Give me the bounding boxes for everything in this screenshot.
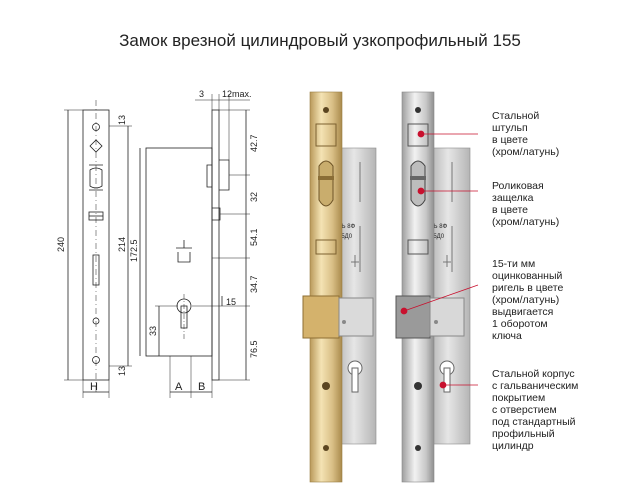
callout-dot-2 — [417, 187, 425, 195]
callout-dot-4 — [439, 381, 447, 389]
dim-3: 3 — [199, 89, 204, 99]
callout-line: (хром/латунь) — [492, 146, 560, 158]
callout-bolt: 15-ти мм оцинкованный ригель в цвете (хр… — [492, 258, 612, 342]
chrome-lock-photo: ТЬ 8Ф 15Д0 — [395, 91, 471, 483]
callout-line: выдвигается — [492, 306, 554, 318]
dim-32: 32 — [249, 192, 259, 202]
callout-line: (хром/латунь) — [492, 216, 560, 228]
label-h: H — [90, 381, 98, 393]
dim-240: 240 — [56, 237, 66, 252]
callout-dot-3 — [400, 307, 408, 315]
callout-line: цилиндр — [492, 440, 534, 452]
page-title: Замок врезной цилиндровый узкопрофильный… — [119, 31, 521, 50]
brass-lock-photo: ТЬ 8Ф 15Д0 — [302, 91, 377, 483]
callout-line: защелка — [492, 192, 534, 204]
callout-line: штульп — [492, 122, 528, 134]
callout-line: под стандартный — [492, 416, 576, 428]
label-a: A — [175, 381, 183, 393]
dim-42-7: 42.7 — [249, 134, 259, 152]
brass-stamp-line2: 15Д0 — [338, 234, 353, 240]
dim-13-top: 13 — [117, 115, 127, 125]
callout-faceplate: Стальной штульп в цвете (хром/латунь) — [492, 110, 612, 158]
callout-line: Стальной — [492, 110, 540, 122]
callout-latch: Роликовая защелка в цвете (хром/латунь) — [492, 180, 612, 228]
callout-dot-1 — [417, 130, 425, 138]
callout-line: 1 оборотом — [492, 318, 548, 330]
chrome-stamp-line1: ТЬ 8Ф — [430, 224, 448, 230]
dim-76-5: 76.5 — [249, 340, 259, 358]
dim-172-5: 172.5 — [129, 239, 139, 262]
callout-line: профильный — [492, 428, 555, 440]
callout-case: Стальной корпус с гальваническим покрыти… — [492, 368, 612, 452]
callout-line: с отверстием — [492, 404, 557, 416]
callout-line: в цвете — [492, 134, 528, 146]
front-view — [64, 100, 132, 398]
label-b: B — [198, 381, 205, 393]
callout-line: с гальваническим — [492, 380, 579, 392]
callout-line: в цвете — [492, 204, 528, 216]
callout-line: покрытием — [492, 392, 546, 404]
callout-line: 15-ти мм — [492, 258, 536, 270]
dim-15: 15 — [226, 297, 236, 307]
callout-line: Роликовая — [492, 180, 544, 192]
callout-line: (хром/латунь) — [492, 294, 560, 306]
dim-33: 33 — [148, 326, 158, 336]
dim-13-bottom: 13 — [117, 366, 127, 376]
side-view — [139, 94, 250, 398]
brass-stamp-line1: ТЬ 8Ф — [338, 224, 356, 230]
dim-54-1: 54.1 — [249, 228, 259, 246]
callout-line: ключа — [492, 330, 522, 342]
dim-34-7: 34.7 — [249, 275, 259, 293]
dim-12max: 12max. — [222, 89, 252, 99]
dim-214: 214 — [117, 237, 127, 252]
callout-line: ригель в цвете — [492, 282, 564, 294]
chrome-stamp-line2: 15Д0 — [430, 234, 445, 240]
callout-leaders — [400, 130, 479, 389]
callout-line: Стальной корпус — [492, 368, 575, 380]
callout-line: оцинкованный — [492, 270, 563, 282]
